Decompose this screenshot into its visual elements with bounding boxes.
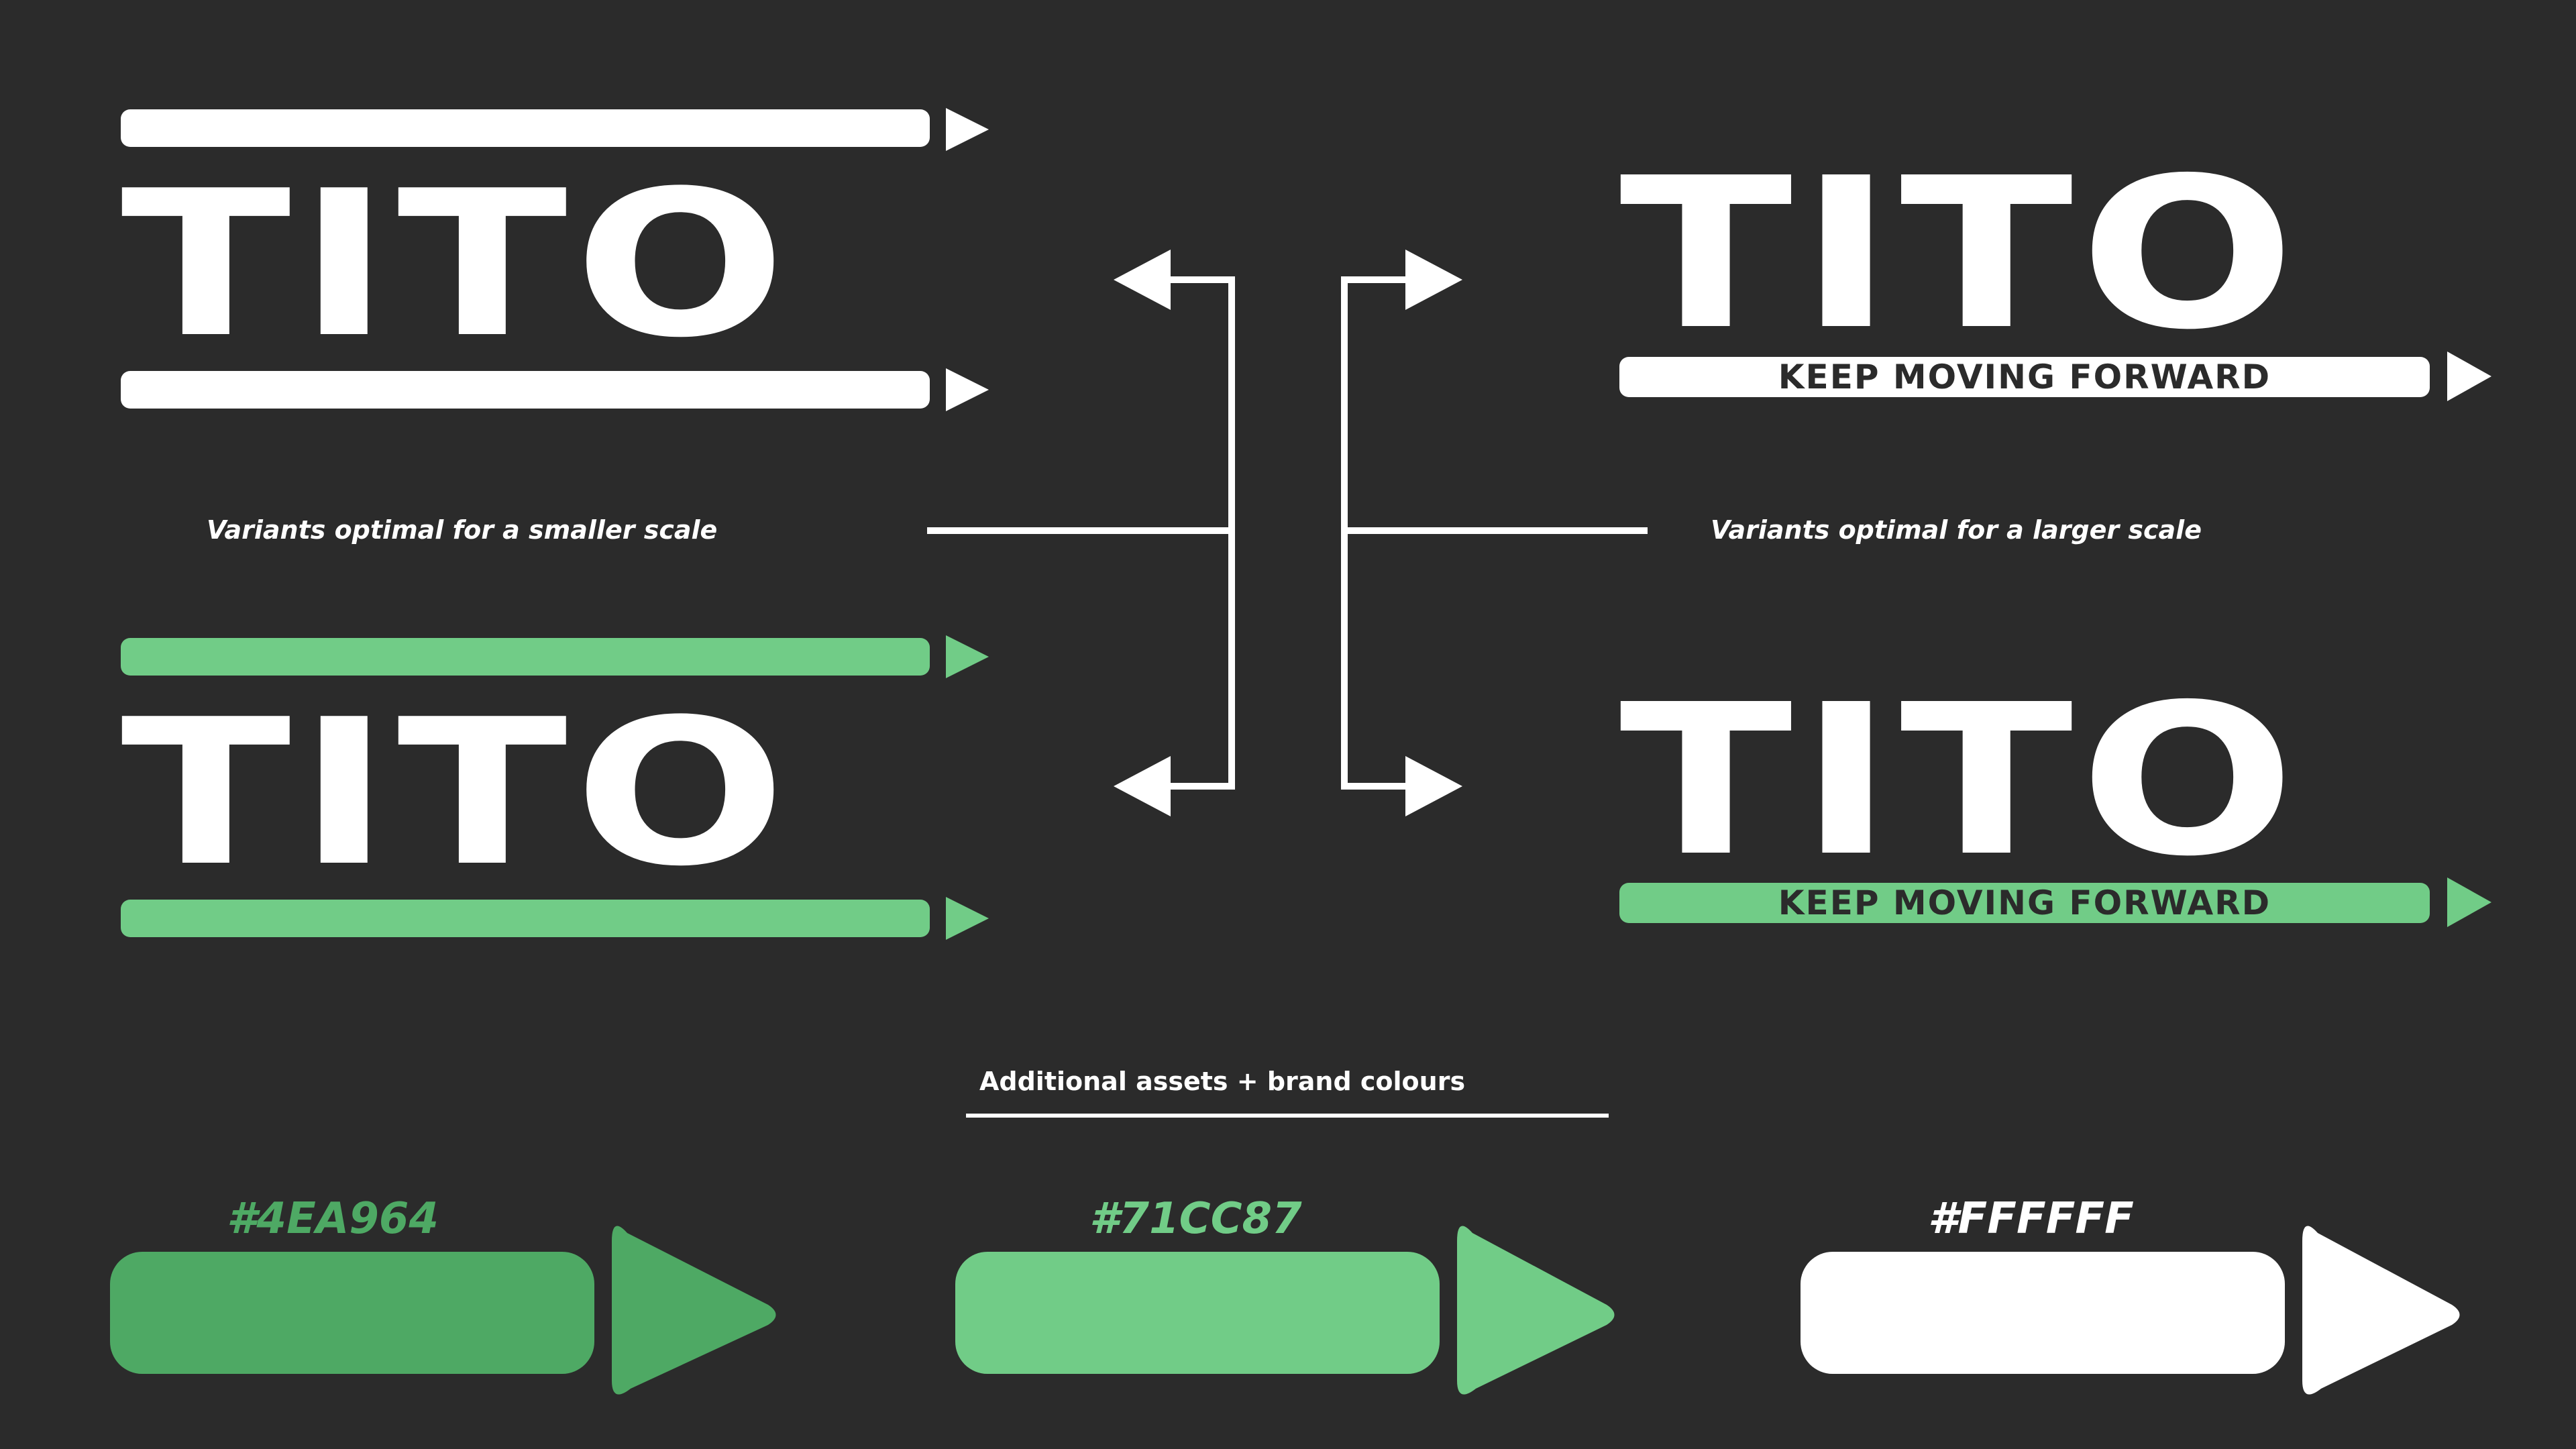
caption-large-scale: Variants optimal for a larger scale xyxy=(1711,515,2202,545)
arrow-right-top-icon xyxy=(1405,250,1462,310)
swatch-3-bar xyxy=(1801,1252,2285,1374)
logo-small-green-wordmark: TITO xyxy=(121,676,793,910)
swatch-2-bar xyxy=(955,1252,1440,1374)
arrow-right-bottom-icon xyxy=(1405,756,1462,816)
logo-small-green-top-bar xyxy=(121,638,930,676)
logo-small-white-top-bar xyxy=(121,109,930,147)
caption-small-scale: Variants optimal for a smaller scale xyxy=(207,515,718,545)
logo-large-white-wordmark: TITO xyxy=(1619,133,2302,376)
logo-large-white-arrow-icon xyxy=(2447,352,2491,401)
logo-large-green-tagline: KEEP MOVING FORWARD xyxy=(1619,883,2430,923)
swatch-1-bar xyxy=(110,1252,594,1374)
logo-small-white-top-arrow-icon xyxy=(946,108,989,151)
connector-left-bracket xyxy=(1167,276,1235,790)
swatch-1-label: #4EA964 xyxy=(227,1194,439,1244)
assets-heading: Additional assets + brand colours xyxy=(979,1067,1466,1096)
logo-large-white-tagline: KEEP MOVING FORWARD xyxy=(1619,357,2430,397)
swatch-3-arrow-icon xyxy=(2302,1226,2460,1395)
arrow-left-bottom-icon xyxy=(1114,756,1171,816)
logo-small-green-top-arrow-icon xyxy=(946,635,989,678)
arrow-left-top-icon xyxy=(1114,250,1171,310)
swatch-1-arrow-icon xyxy=(612,1226,776,1395)
swatch-3-label: #FFFFFF xyxy=(1928,1194,2134,1244)
logo-small-white-bottom-bar xyxy=(121,371,930,409)
swatch-2-label: #71CC87 xyxy=(1089,1194,1302,1244)
connector-right-bracket xyxy=(1341,276,1409,790)
logo-small-green-bottom-bar xyxy=(121,900,930,937)
logo-small-white-bottom-arrow-icon xyxy=(946,368,989,411)
logo-small-green-bottom-arrow-icon xyxy=(946,897,989,940)
logo-small-white-wordmark: TITO xyxy=(121,148,793,382)
logo-large-green-arrow-icon xyxy=(2447,877,2491,927)
swatch-2-arrow-icon xyxy=(1457,1226,1615,1395)
logo-large-green-wordmark: TITO xyxy=(1619,660,2302,902)
